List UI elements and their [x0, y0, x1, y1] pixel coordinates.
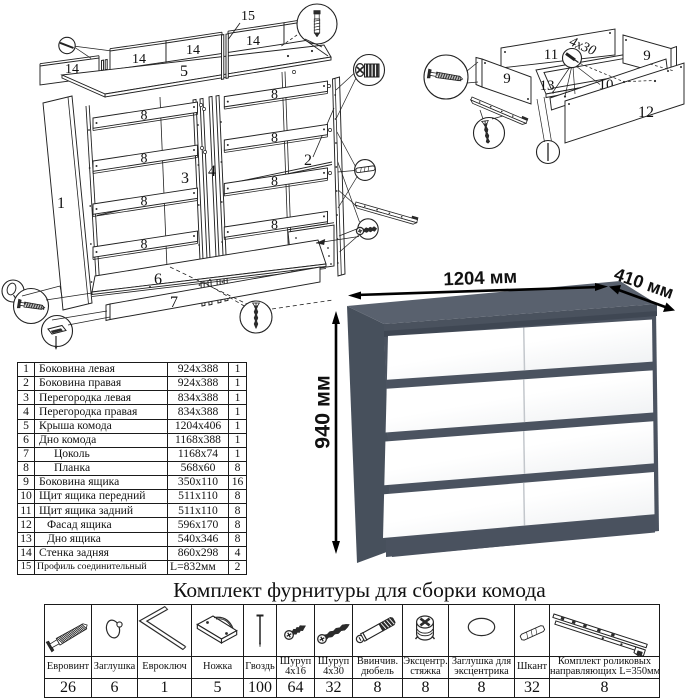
svg-text:14: 14 — [246, 34, 260, 49]
svg-text:9: 9 — [643, 48, 651, 64]
svg-text:3: 3 — [181, 170, 189, 187]
svg-text:12: 12 — [638, 104, 654, 121]
svg-text:8: 8 — [141, 152, 148, 167]
svg-text:1: 1 — [57, 195, 65, 212]
svg-text:940 мм: 940 мм — [311, 375, 335, 449]
svg-text:8: 8 — [141, 195, 148, 210]
svg-text:6: 6 — [154, 271, 162, 288]
svg-text:14: 14 — [132, 52, 146, 67]
svg-text:2: 2 — [304, 152, 312, 169]
svg-text:8: 8 — [141, 238, 148, 253]
svg-text:14: 14 — [186, 43, 200, 58]
svg-text:1204 мм: 1204 мм — [443, 266, 517, 290]
svg-text:5: 5 — [180, 63, 188, 80]
svg-text:9: 9 — [503, 71, 511, 87]
svg-text:8: 8 — [271, 131, 278, 146]
svg-text:8: 8 — [271, 174, 278, 189]
svg-text:8: 8 — [271, 218, 278, 233]
svg-text:11: 11 — [544, 47, 558, 63]
svg-text:15: 15 — [241, 9, 255, 24]
svg-text:8: 8 — [141, 109, 148, 124]
svg-text:7: 7 — [170, 294, 178, 311]
svg-text:4: 4 — [208, 163, 216, 180]
svg-text:13: 13 — [540, 78, 555, 94]
svg-text:8: 8 — [271, 87, 278, 102]
